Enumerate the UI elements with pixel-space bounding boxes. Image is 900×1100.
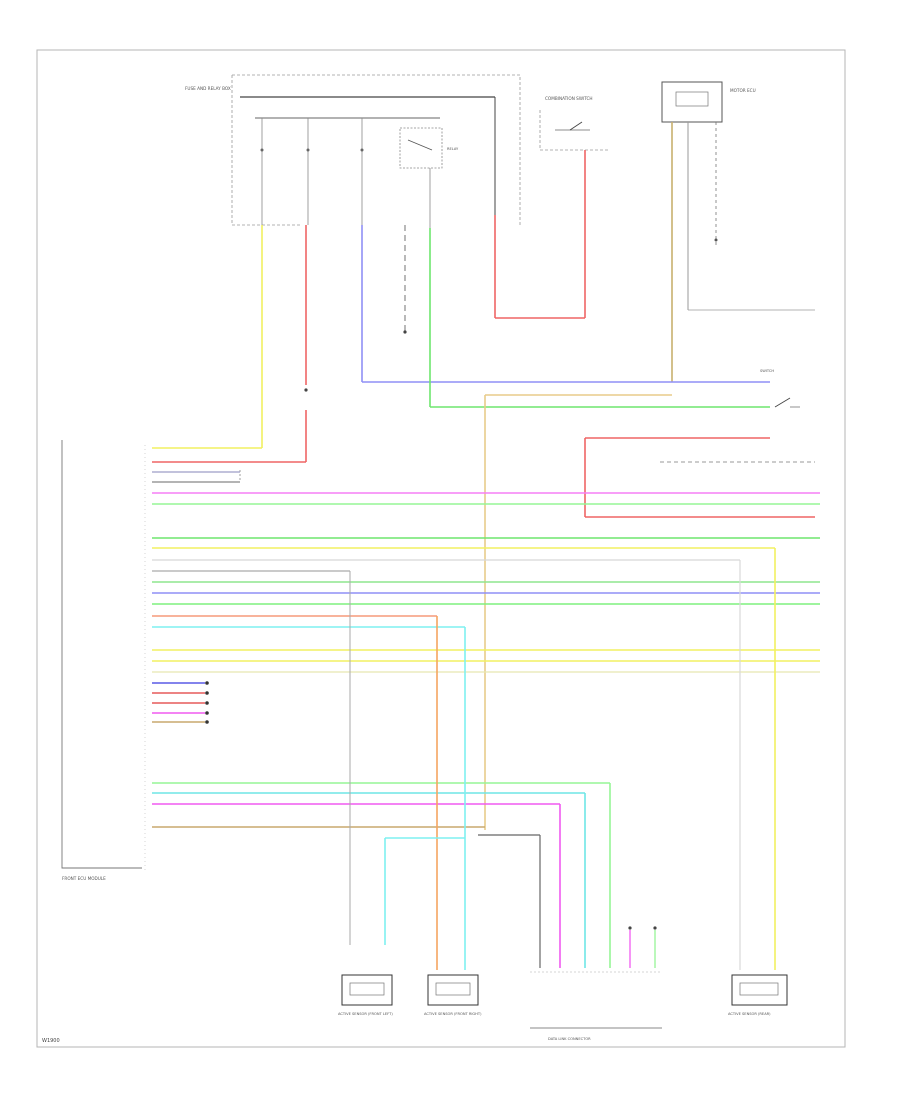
fuse-relay-block-label: FUSE AND RELAY BOX [185,86,231,91]
switch-label: SWITCH [760,369,774,373]
upper-wiring: SWITCH [152,150,815,830]
sensor-front-left: ACTIVE SENSOR (FRONT LEFT) [338,974,393,1016]
sensor-left-label: ACTIVE SENSOR (FRONT LEFT) [338,1012,393,1016]
ecu-module: FRONT ECU MODULE [61,440,146,881]
fuse-1 [260,118,264,225]
sensor-right-label: ACTIVE SENSOR (FRONT RIGHT) [424,1012,482,1016]
relay: RELAY [399,127,459,169]
motor-ecu-label: MOTOR ECU [730,88,756,93]
combination-switch-label: COMBINATION SWITCH [545,96,593,101]
relay-label: RELAY [447,147,459,151]
fuse-relay-block: FUSE AND RELAY BOX RELAY [185,74,521,228]
footer-code: W1900 [42,1038,60,1044]
fuse-3 [360,118,364,225]
sensor-front-right: ACTIVE SENSOR (FRONT RIGHT) [424,974,482,1016]
lower-wiring [349,548,776,970]
fuse-2 [306,118,310,225]
motor-ecu: MOTOR ECU [661,81,815,382]
sensor-rear: ACTIVE SENSOR (REAR) [728,974,788,1016]
data-link-connector: DATA LINK CONNECTOR [530,971,662,1041]
ecu-module-label: FRONT ECU MODULE [62,876,106,881]
ecu-rows [152,471,820,828]
right-switch: SWITCH [760,369,800,408]
connector-group-label: DATA LINK CONNECTOR [548,1037,591,1041]
combination-switch: COMBINATION SWITCH [539,96,610,151]
diagram-frame [36,49,846,1048]
sensor-far-label: ACTIVE SENSOR (REAR) [728,1012,771,1016]
